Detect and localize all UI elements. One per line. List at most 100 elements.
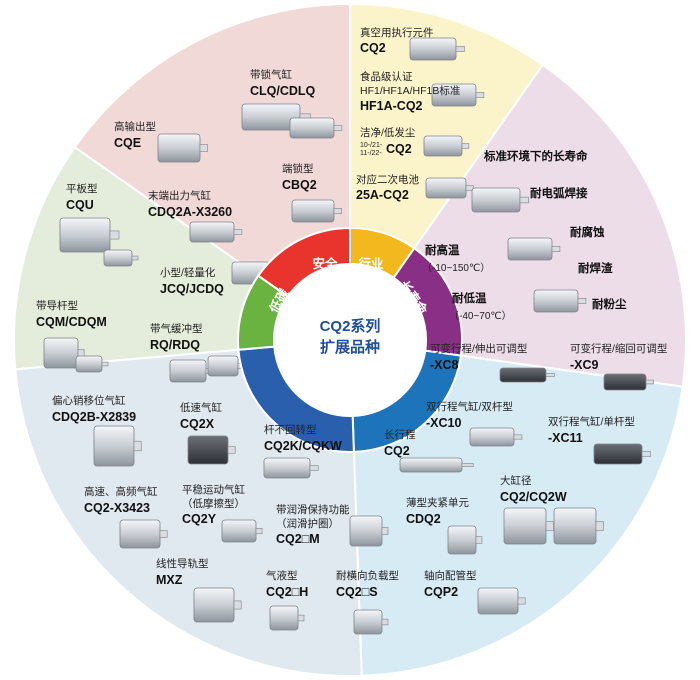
item-xc8: 可变行程/伸出可调型 -XC8: [430, 342, 527, 372]
svg-text:CQ2□H: CQ2□H: [266, 585, 308, 599]
food-image: [431, 83, 485, 107]
svg-text:小型/轻量化: 小型/轻量化: [160, 266, 216, 279]
life-slag: 耐焊渣: [578, 261, 613, 275]
life-arc: 耐电弧焊接: [530, 186, 588, 200]
svg-text:线性导轨型: 线性导轨型: [156, 557, 209, 570]
svg-text:偏心销移位气缸: 偏心销移位气缸: [52, 394, 126, 407]
svg-text:CQU: CQU: [66, 198, 94, 212]
item-vacuum: 真空用执行元件 CQ2: [360, 26, 434, 55]
item-cq2m: 带润滑保持功能 （润滑护圈） CQ2□M: [276, 503, 350, 546]
clq-image: [241, 103, 311, 131]
svg-text:（润滑护圈）: （润滑护圈）: [276, 517, 339, 530]
item-cqe: 高输出型 CQE: [114, 120, 156, 150]
svg-text:CQ2/CQ2W: CQ2/CQ2W: [500, 490, 567, 504]
xc9-image: [603, 373, 654, 391]
svg-text:CQ2: CQ2: [386, 142, 412, 156]
ring-label-industry: 行业 应用: [357, 256, 384, 286]
life-title: 标准环境下的长寿命: [483, 149, 588, 163]
item-big: 大缸径 CQ2/CQ2W: [500, 474, 567, 504]
cdq2-image: [447, 525, 483, 555]
svg-text:长行程: 长行程: [384, 428, 416, 441]
xc11-image: [593, 443, 651, 465]
svg-text:-XC11: -XC11: [548, 431, 583, 445]
category-ring: [237, 226, 463, 453]
svg-text:对策: 对策: [312, 271, 338, 286]
life-3-image: [533, 289, 587, 313]
battery-image: [425, 177, 474, 199]
cqp2-image: [477, 587, 526, 615]
ring-label-safety: 安全 对策: [312, 256, 338, 286]
item-xc11: 双行程气缸/单杆型 -XC11: [548, 415, 635, 445]
svg-text:CQ2: CQ2: [384, 444, 410, 458]
xc8-image: [499, 367, 555, 383]
svg-text:MXZ: MXZ: [156, 573, 183, 587]
svg-text:安全: 安全: [312, 256, 338, 271]
svg-text:CQ2K/CQKW: CQ2K/CQKW: [264, 439, 342, 453]
svg-text:RQ/RDQ: RQ/RDQ: [150, 338, 200, 352]
svg-text:杆不回转型: 杆不回转型: [264, 423, 317, 436]
svg-text:-XC10: -XC10: [426, 416, 461, 430]
svg-text:CDQ2: CDQ2: [406, 512, 441, 526]
life-dust: 耐粉尘: [592, 297, 627, 311]
cqm-image: [43, 337, 85, 369]
svg-text:端锁型: 端锁型: [282, 162, 314, 175]
clq-2-image: [289, 117, 343, 139]
clean-image: [423, 135, 470, 157]
svg-text:带润滑保持功能: 带润滑保持功能: [276, 503, 350, 516]
svg-text:CQ2: CQ2: [360, 41, 386, 55]
svg-text:（低摩擦型）: （低摩擦型）: [182, 497, 245, 510]
item-cqm: 带导杆型 CQM/CDQM: [36, 299, 107, 329]
cdq2b-image: [93, 425, 142, 467]
svg-text:CLQ/CDLQ: CLQ/CDLQ: [250, 84, 316, 98]
svg-text:CQ2□S: CQ2□S: [336, 585, 378, 599]
life-low-temp-range: （-40~70℃）: [449, 310, 512, 322]
svg-text:JCQ/JCDQ: JCQ/JCDQ: [160, 282, 224, 296]
item-clq: 带锁气缸 CLQ/CDLQ: [250, 68, 316, 98]
svg-text:气液型: 气液型: [266, 569, 298, 582]
cq2k-image: [263, 457, 319, 479]
item-clean: 洁净/低发尘 10-/21- 11-/22- CQ2: [360, 126, 416, 157]
svg-text:行业: 行业: [357, 256, 384, 271]
svg-text:HF1A-CQ2: HF1A-CQ2: [360, 99, 423, 113]
center-circle: [274, 264, 426, 416]
item-rq: 带气缓冲型 RQ/RDQ: [150, 322, 203, 352]
svg-text:10-/21-: 10-/21-: [360, 142, 383, 149]
cq2h-image: [269, 605, 305, 631]
svg-text:大缸径: 大缸径: [500, 474, 532, 487]
item-xc10: 双行程气缸/双杆型 -XC10: [426, 400, 513, 430]
item-jcq: 小型/轻量化 JCQ/JCDQ: [160, 266, 224, 296]
product-images: [43, 37, 654, 635]
svg-text:CDQ2A-X3260: CDQ2A-X3260: [148, 205, 232, 219]
svg-text:真空用执行元件: 真空用执行元件: [360, 26, 434, 39]
life-2-image: [507, 237, 561, 261]
svg-text:末端出力气缸: 末端出力气缸: [148, 189, 211, 202]
svg-text:CQM/CDQM: CQM/CDQM: [36, 315, 107, 329]
item-cq2k: 杆不回转型 CQ2K/CQKW: [264, 423, 342, 453]
item-cq2s: 耐横向负载型 CQ2□S: [336, 569, 399, 599]
item-long: 长行程 CQ2: [384, 428, 416, 458]
life-high-temp-range: （-10~150℃）: [422, 262, 490, 274]
item-x3423: 高速、高频气缸 CQ2-X3423: [84, 485, 158, 515]
cqm-2-image: [75, 355, 109, 373]
item-cdq2b: 偏心销移位气缸 CDQ2B-X2839: [52, 394, 136, 424]
svg-text:低速气缸: 低速气缸: [180, 401, 222, 414]
item-battery: 对应二次电池 25A-CQ2: [356, 173, 419, 202]
svg-text:CBQ2: CBQ2: [282, 178, 317, 192]
cqu-2-image: [103, 249, 139, 267]
cqu-image: [59, 217, 120, 253]
cbq2-image: [291, 199, 342, 223]
svg-text:可变行程/伸出可调型: 可变行程/伸出可调型: [430, 342, 527, 355]
svg-text:-XC9: -XC9: [570, 358, 599, 372]
svg-text:带气缓冲型: 带气缓冲型: [150, 322, 203, 335]
item-cbq2: 端锁型 CBQ2: [282, 162, 317, 192]
vacuum-image: [409, 37, 465, 61]
svg-text:带锁气缸: 带锁气缸: [250, 68, 292, 81]
svg-text:高速、高频气缸: 高速、高频气缸: [84, 485, 158, 498]
item-cqu: 平板型 CQU: [66, 182, 98, 212]
life-1-image: [471, 187, 529, 213]
svg-text:高输出型: 高输出型: [114, 120, 156, 133]
long-image: [399, 457, 474, 473]
mxz-image: [193, 587, 242, 623]
